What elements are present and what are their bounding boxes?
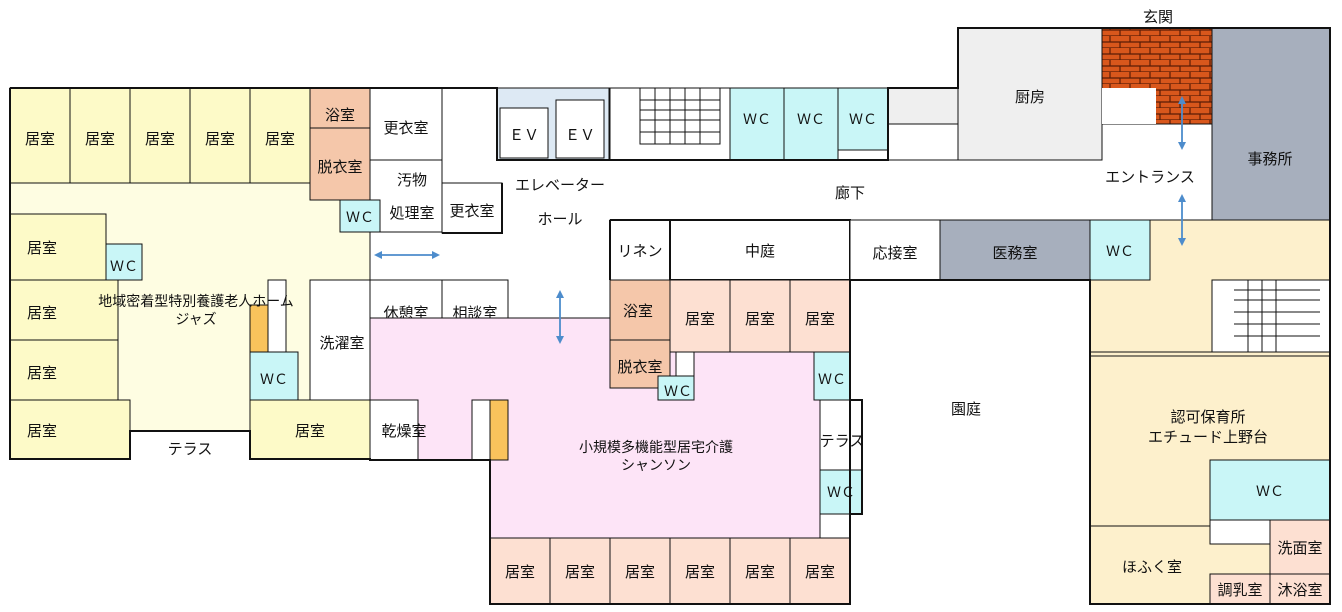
jazz-name-line1: 地域密着型特別養護老人ホーム bbox=[98, 293, 294, 310]
wc-label: ＷＣ bbox=[260, 372, 288, 388]
chanson-name-line2: シャンソン bbox=[621, 458, 691, 474]
jazz-top-rooms: 居室 居室 居室 居室 居室 bbox=[9, 87, 311, 184]
room-label: 沐浴室 bbox=[1277, 581, 1322, 599]
wc-block-top: ＷＣ ＷＣ ＷＣ bbox=[729, 87, 889, 161]
terrace-label-right: テラス bbox=[820, 432, 865, 450]
jazz-name-line2: ジャズ bbox=[175, 312, 216, 328]
chanson-rooms-mid: 浴室 脱衣室 居室 居室 居室 ＷＣ ＷＣ bbox=[609, 279, 851, 401]
room-label: 応接室 bbox=[872, 244, 917, 262]
room-label: ほふく室 bbox=[1122, 558, 1182, 576]
room-label: 更衣室 bbox=[383, 119, 428, 137]
room-label: リネン bbox=[617, 242, 662, 260]
corridor-label: 廊下 bbox=[835, 184, 865, 202]
room-label: 居室 bbox=[205, 130, 235, 148]
room-label: 事務所 bbox=[1247, 150, 1292, 168]
wc-label: ＷＣ bbox=[849, 112, 877, 128]
room-label: 居室 bbox=[745, 310, 775, 328]
room-label: 更衣室 bbox=[449, 202, 494, 220]
chanson-name-line1: 小規模多機能型居宅介護 bbox=[579, 439, 733, 456]
nursery-area: ＷＣ 認可保育所 エチュード上野台 ＷＣ 洗面室 ほふく室 調乳室 沐浴室 bbox=[1089, 219, 1331, 605]
wc-label: ＷＣ bbox=[1256, 484, 1284, 500]
room-label: 居室 bbox=[27, 239, 57, 257]
room-label: 厨房 bbox=[1015, 88, 1045, 106]
room-label: 浴室 bbox=[325, 106, 355, 124]
exterior-wall bbox=[9, 27, 1331, 605]
elevator-1 bbox=[499, 107, 549, 159]
chanson-bottom-rooms: 居室 居室 居室 居室 居室 居室 bbox=[489, 537, 851, 605]
room-label: 居室 bbox=[745, 563, 775, 581]
room-label: 玄関 bbox=[1143, 8, 1173, 26]
wc-label: ＷＣ bbox=[818, 372, 846, 388]
room-label: 居室 bbox=[805, 310, 835, 328]
garden-label: 園庭 bbox=[951, 400, 981, 418]
room-label: 浴室 bbox=[623, 302, 653, 320]
room-label: 居室 bbox=[27, 422, 57, 440]
room-label: 居室 bbox=[25, 130, 55, 148]
cabinet bbox=[471, 399, 491, 461]
room-label: 居室 bbox=[565, 563, 595, 581]
entrance-area: 厨房 玄関 エントランス bbox=[887, 8, 1213, 220]
nursery-name-line1: 認可保育所 bbox=[1170, 408, 1245, 426]
wc-label: ＷＣ bbox=[743, 112, 771, 128]
room-label: 乾燥室 bbox=[381, 422, 426, 440]
room-label: 居室 bbox=[145, 130, 175, 148]
room-label: 居室 bbox=[685, 310, 715, 328]
wc-label: ＷＣ bbox=[797, 112, 825, 128]
room-label: 処理室 bbox=[389, 204, 434, 222]
room-label: 居室 bbox=[505, 563, 535, 581]
chanson-rooms-top: リネン 中庭 応接室 医務室 bbox=[609, 219, 1091, 281]
room-label: 中庭 bbox=[745, 242, 775, 260]
staircase-top bbox=[609, 87, 731, 161]
room-label: 調乳室 bbox=[1217, 581, 1262, 599]
interior-wall bbox=[442, 183, 850, 280]
wc-label: ＷＣ bbox=[664, 384, 692, 400]
chanson-terrace: テラス ＷＣ bbox=[819, 399, 865, 515]
wc-label: ＷＣ bbox=[1106, 244, 1134, 260]
room-label: エントランス bbox=[1105, 168, 1195, 186]
jazz-lower-right: ＷＣ 洗濯室 居室 bbox=[249, 279, 371, 460]
jazz-service-rooms: 浴室 脱衣室 更衣室 汚物 処理室 ＷＣ 更衣室 bbox=[309, 87, 503, 234]
room-label: 脱衣室 bbox=[617, 358, 662, 376]
room-label: 居室 bbox=[625, 563, 655, 581]
wc-label: ＷＣ bbox=[110, 259, 138, 275]
room-label: 居室 bbox=[27, 364, 57, 382]
jazz-left-rooms: 居室 ＷＣ 居室 居室 居室 bbox=[9, 213, 143, 460]
room-label: 洗濯室 bbox=[319, 334, 364, 352]
wc-label: ＷＣ bbox=[346, 210, 374, 226]
room-label: 居室 bbox=[805, 563, 835, 581]
room-label: 居室 bbox=[265, 130, 295, 148]
room-label: 居室 bbox=[685, 563, 715, 581]
room-label: 居室 bbox=[295, 422, 325, 440]
elevator-hall-line1: エレベーター bbox=[515, 176, 605, 194]
wc-label: ＷＣ bbox=[827, 485, 855, 501]
elevator-hall-line2: ホール bbox=[537, 210, 582, 228]
room-label: 汚物 bbox=[397, 171, 427, 189]
elevator-2 bbox=[555, 99, 605, 159]
nursery-name-line2: エチュード上野台 bbox=[1148, 428, 1268, 446]
room-label: 居室 bbox=[85, 130, 115, 148]
room-label: 脱衣室 bbox=[317, 158, 362, 176]
drying-room bbox=[369, 399, 419, 461]
ev-label: ＥＶ bbox=[509, 126, 539, 144]
arrows bbox=[374, 96, 1186, 344]
room-label: 医務室 bbox=[992, 244, 1037, 262]
cabinet-orange bbox=[489, 399, 509, 461]
terrace-label-left: テラス bbox=[168, 440, 213, 458]
ev-label: ＥＶ bbox=[565, 126, 595, 144]
room-label: 居室 bbox=[27, 304, 57, 322]
room-label: 洗面室 bbox=[1277, 539, 1322, 557]
